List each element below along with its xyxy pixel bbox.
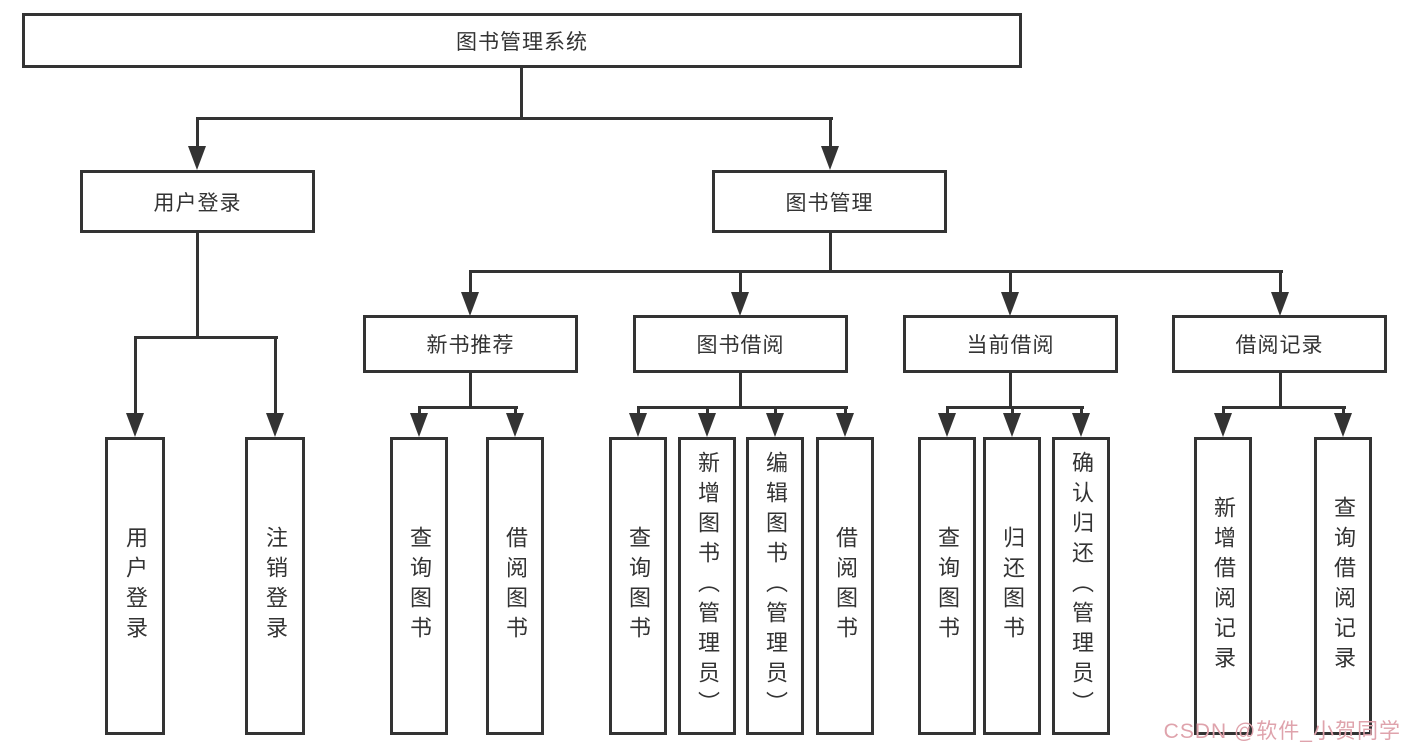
- leaf-borrowing-add-admin: 新增图书（管理员）: [678, 437, 736, 735]
- connector-records-bar: [1222, 406, 1346, 409]
- connector-records-stem: [1279, 373, 1282, 408]
- connector-user-login-bar: [134, 336, 278, 339]
- arrow-down-icon: [1271, 292, 1289, 316]
- connector-borrowing-stem: [739, 373, 742, 408]
- arrow-down-icon: [766, 413, 784, 437]
- connector-new-books-stem: [469, 373, 472, 408]
- node-new-book-recommendation: 新书推荐: [363, 315, 578, 373]
- arrow-down-icon: [731, 292, 749, 316]
- arrow-down-icon: [266, 413, 284, 437]
- csdn-watermark: CSDN @软件_小贺同学: [1163, 720, 1401, 743]
- arrow-down-icon: [1214, 413, 1232, 437]
- arrow-down-icon: [836, 413, 854, 437]
- connector-drop: [514, 406, 517, 416]
- connector-drop: [774, 406, 777, 416]
- connector-book-mgmt-stem: [829, 233, 832, 272]
- connector-drop: [418, 406, 421, 416]
- leaf-current-confirm-return-admin: 确认归还（管理员）: [1052, 437, 1110, 735]
- arrow-down-icon: [1003, 413, 1021, 437]
- connector-drop: [706, 406, 709, 416]
- connector-drop: [469, 270, 472, 295]
- arrow-down-icon: [821, 146, 839, 170]
- connector-drop: [1279, 270, 1282, 295]
- connector-drop: [844, 406, 847, 416]
- leaf-new-books-borrow: 借阅图书: [486, 437, 544, 735]
- node-library-management-system: 图书管理系统: [22, 13, 1022, 68]
- connector-drop: [637, 406, 640, 416]
- leaf-current-return: 归还图书: [983, 437, 1041, 735]
- connector-current-stem: [1009, 373, 1012, 408]
- leaf-current-query: 查询图书: [918, 437, 976, 735]
- arrow-down-icon: [938, 413, 956, 437]
- connector-root-stem: [520, 68, 523, 119]
- node-current-borrowing: 当前借阅: [903, 315, 1118, 373]
- arrow-down-icon: [188, 146, 206, 170]
- node-user-login: 用户登录: [80, 170, 315, 233]
- connector-drop: [274, 336, 277, 416]
- leaf-records-query: 查询借阅记录: [1314, 437, 1372, 735]
- leaf-logout: 注销登录: [245, 437, 305, 735]
- connector-root-bar: [196, 117, 833, 120]
- leaf-borrowing-query: 查询图书: [609, 437, 667, 735]
- connector-borrowing-bar: [637, 406, 848, 409]
- connector-drop-book-mgmt: [829, 117, 832, 149]
- leaf-borrowing-edit-admin: 编辑图书（管理员）: [746, 437, 804, 735]
- arrow-down-icon: [698, 413, 716, 437]
- node-book-management: 图书管理: [712, 170, 947, 233]
- arrow-down-icon: [629, 413, 647, 437]
- connector-drop: [1011, 406, 1014, 416]
- connector-drop: [946, 406, 949, 416]
- connector-drop-user-login: [196, 117, 199, 149]
- node-book-borrowing: 图书借阅: [633, 315, 848, 373]
- connector-drop: [134, 336, 137, 416]
- leaf-user-login: 用户登录: [105, 437, 165, 735]
- connector-current-bar: [946, 406, 1084, 409]
- arrow-down-icon: [1001, 292, 1019, 316]
- connector-drop: [1009, 270, 1012, 295]
- arrow-down-icon: [461, 292, 479, 316]
- arrow-down-icon: [410, 413, 428, 437]
- connector-user-login-stem: [196, 233, 199, 338]
- connector-drop: [739, 270, 742, 295]
- connector-drop: [1342, 406, 1345, 416]
- arrow-down-icon: [1072, 413, 1090, 437]
- connector-new-books-bar: [418, 406, 518, 409]
- leaf-borrowing-borrow: 借阅图书: [816, 437, 874, 735]
- arrow-down-icon: [126, 413, 144, 437]
- arrow-down-icon: [1334, 413, 1352, 437]
- connector-drop: [1080, 406, 1083, 416]
- leaf-new-books-query: 查询图书: [390, 437, 448, 735]
- leaf-records-add: 新增借阅记录: [1194, 437, 1252, 735]
- arrow-down-icon: [506, 413, 524, 437]
- node-borrowing-records: 借阅记录: [1172, 315, 1387, 373]
- connector-book-mgmt-bar: [469, 270, 1283, 273]
- connector-drop: [1222, 406, 1225, 416]
